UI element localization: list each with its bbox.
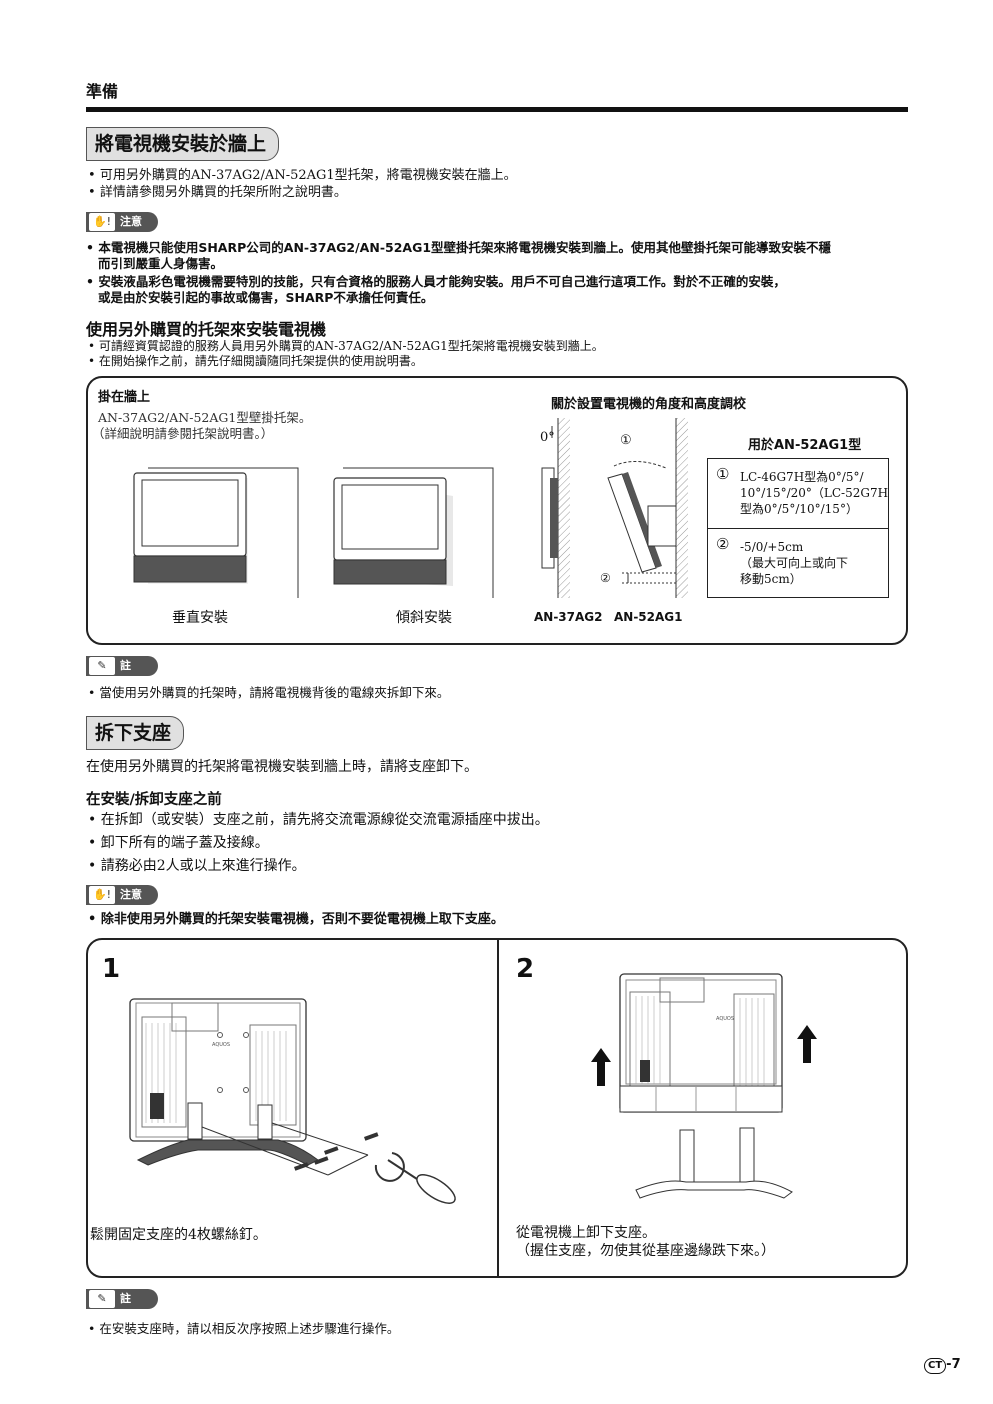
lift-arrow-left-icon (591, 1048, 611, 1086)
wall-section-title: 將電視機安裝於牆上 (86, 127, 280, 161)
before-bullet: 卸下所有的端子蓋及接線。 (88, 834, 269, 852)
header-rule (86, 107, 908, 112)
angle-height-diagram (541, 418, 688, 598)
step1-illustration (129, 998, 456, 1204)
stand-intro: 在使用另外購買的托架將電視機安裝到牆上時，請將支座卸下。 (86, 759, 478, 775)
stand-section-title: 拆下支座 (86, 716, 185, 750)
hang-line: AN-37AG2/AN-52AG1型壁掛托架。 (98, 410, 312, 425)
caution-item: • 安裝液晶彩色電視機需要特別的技能，只有合資格的服務人員才能夠安裝。用戶不可自… (86, 274, 786, 305)
spec2-text: -5/0/+5cm （最大可向上或向下 移動5cm） (740, 540, 849, 586)
tv-brand-label: AQUOS (716, 1016, 735, 1022)
vertical-label: 垂直安裝 (172, 610, 228, 626)
language-badge: CT (924, 1358, 947, 1374)
zero-degree-label: 0° (540, 430, 555, 445)
note-label: 註 (120, 1292, 131, 1305)
spec2-number: ② (716, 535, 730, 553)
vertical-mount-illustration (133, 467, 299, 598)
step1-number: 1 (102, 954, 121, 984)
caution-badge: ✋! 注意 (86, 212, 158, 232)
model-label-52: AN-52AG1 (614, 610, 683, 624)
before-bullet: 請務必由2人或以上來進行操作。 (88, 857, 306, 875)
angle-title: 關於設置電視機的角度和高度調校 (551, 397, 747, 412)
tv-brand-label: AQUOS (212, 1042, 231, 1048)
spec-box: ① LC-46G7H型為0°/5°/ 10°/15°/20°（LC-52G7H … (707, 458, 889, 598)
spec1-text: LC-46G7H型為0°/5°/ 10°/15°/20°（LC-52G7H 型為… (740, 470, 889, 516)
step2-illustration (619, 973, 793, 1199)
sub-bullet: 可請經資質認證的服務人員用另外購買的AN-37AG2/AN-52AG1型托架將電… (88, 338, 604, 354)
stand-caution-text: 除非使用另外購買的托架安裝電視機，否則不要從電視機上取下支座。 (88, 912, 504, 928)
wall-bullet: 詳情請參閱另外購買的托架所附之說明書。 (88, 185, 347, 201)
before-bullet: 在拆卸（或安裝）支座之前，請先將交流電源線從交流電源插座中拔出。 (88, 811, 549, 829)
height-marker-2: ② (600, 571, 611, 585)
before-title: 在安裝/拆卸支座之前 (86, 792, 222, 808)
step1-text: 鬆開固定支座的4枚螺絲釘。 (90, 1227, 267, 1243)
note-badge: ✎ 註 (86, 1289, 158, 1309)
caution-label: 注意 (120, 888, 142, 901)
caution-badge: ✋! 注意 (86, 885, 158, 905)
step2-text: 從電視機上卸下支座。 （握住支座，勿使其從基座邊緣跌下來。） (516, 1225, 775, 1259)
spec1-number: ① (716, 465, 730, 483)
hand-icon: ✋! (89, 213, 115, 231)
note-text: 當使用另外購買的托架時，請將電視機背後的電線夾拆卸下來。 (88, 685, 449, 701)
stand-note-text: 在安裝支座時，請以相反次序按照上述步驟進行操作。 (88, 1321, 399, 1337)
caution-label: 注意 (120, 215, 142, 228)
lift-arrow-right-icon (797, 1025, 817, 1063)
for-model-label: 用於AN-52AG1型 (748, 438, 862, 453)
steps-divider (497, 940, 499, 1276)
hang-title: 掛在牆上 (98, 390, 151, 405)
tilt-mount-illustration (333, 467, 494, 598)
wall-mount-panel: 掛在牆上 AN-37AG2/AN-52AG1型壁掛托架。 （詳細說明請參閱托架說… (86, 376, 908, 645)
model-label-37: AN-37AG2 (534, 610, 603, 624)
sub-bullet: 在開始操作之前，請先仔細閱讀隨同托架提供的使用說明書。 (88, 353, 423, 369)
pencil-icon: ✎ (89, 657, 115, 675)
caution-item: • 本電視機只能使用SHARP公司的AN-37AG2/AN-52AG1型壁掛托架… (86, 240, 832, 271)
hang-line: （詳細說明請參閱托架說明書。） (92, 426, 274, 441)
page-number: CT-7 (924, 1357, 961, 1374)
sub-section-title: 使用另外購買的托架來安裝電視機 (86, 320, 327, 339)
step2-number: 2 (516, 954, 535, 984)
note-label: 註 (120, 659, 131, 672)
steps-panel: 1 2 AQUOS (86, 938, 908, 1278)
hand-icon: ✋! (89, 886, 115, 904)
angle-marker-1: ① (620, 433, 632, 448)
wall-bullet: 可用另外購買的AN-37AG2/AN-52AG1型托架，將電視機安裝在牆上。 (88, 168, 517, 184)
note-badge: ✎ 註 (86, 656, 158, 676)
pencil-icon: ✎ (89, 1290, 115, 1308)
section-header: 準備 (86, 82, 119, 101)
tilt-label: 傾斜安裝 (396, 610, 452, 626)
